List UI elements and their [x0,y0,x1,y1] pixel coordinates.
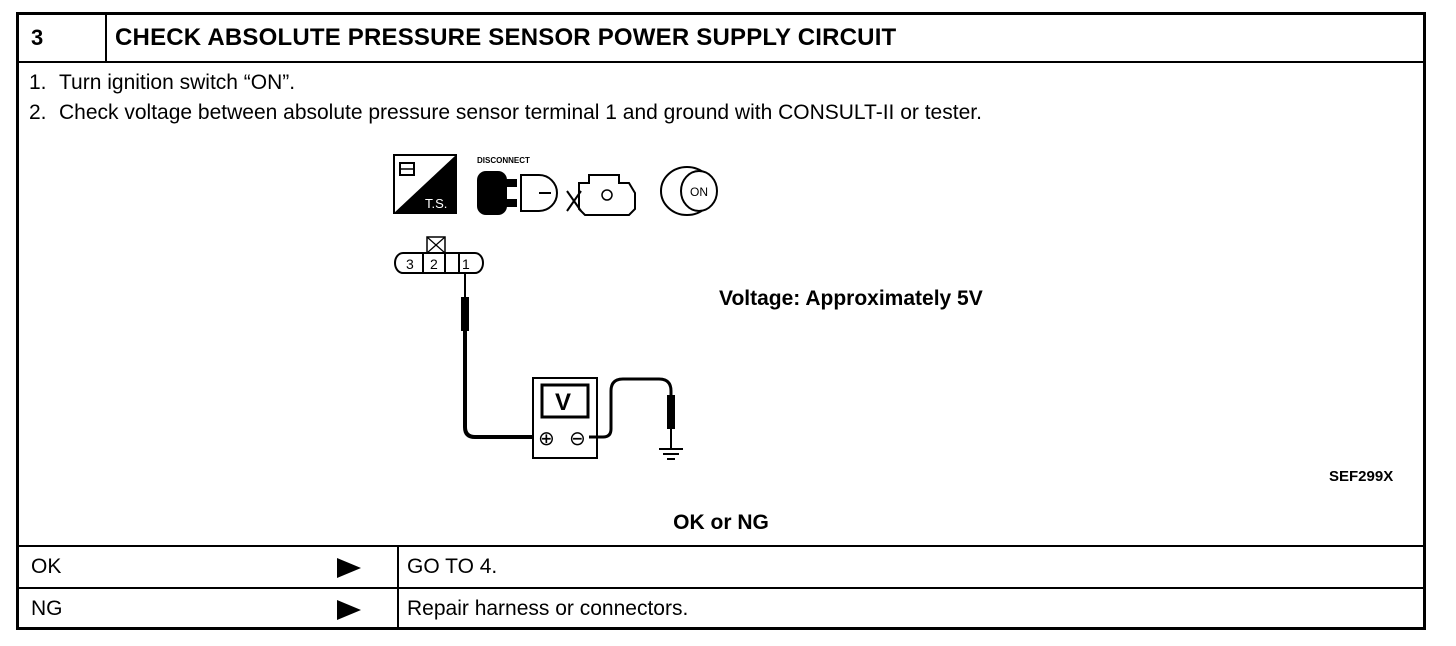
instruction-step-1: 1. Turn ignition switch “ON”. [29,71,295,95]
probe-lead-positive [461,273,539,439]
terminal-3: 3 [406,256,414,272]
voltage-specification: Voltage: Approximately 5V [719,287,983,310]
outcome-label: NG [31,597,63,620]
meter-symbol: V [555,389,571,416]
disconnect-icon: DISCONNECT [477,156,558,215]
outcome-row-ng: NG Repair harness or connectors. [19,587,1423,629]
procedure-header: 3 CHECK ABSOLUTE PRESSURE SENSOR POWER S… [19,15,1423,63]
ignition-on-icon: ON [660,166,718,216]
ground-symbol [659,448,683,460]
instruction-step-2: 2. Check voltage between absolute pressur… [29,101,982,125]
row-divider [397,547,399,587]
negative-terminal: ⊖ [569,426,586,450]
sensor-connector: 3 2 1 [394,236,484,274]
outcome-action: Repair harness or connectors. [407,597,689,620]
outcome-row-ok: OK GO TO 4. [19,545,1423,587]
step-index: 1. [29,71,47,94]
ignition-label: ON [690,185,708,199]
disconnect-label: DISCONNECT [477,156,530,165]
engine-icon [566,174,636,216]
step-text: Turn ignition switch “ON”. [59,71,296,94]
step-text: Check voltage between absolute pressure … [59,101,982,124]
terminal-2: 2 [430,256,438,272]
right-arrow-icon [337,600,361,620]
row-divider [397,589,399,629]
ts-label: T.S. [425,196,447,211]
outcome-action: GO TO 4. [407,555,498,578]
voltmeter: V ⊕ ⊖ [532,377,598,459]
outcome-label: OK [31,555,62,578]
step-number: 3 [31,25,44,50]
procedure-title: CHECK ABSOLUTE PRESSURE SENSOR POWER SUP… [115,24,897,51]
result-heading: OK or NG [673,511,769,534]
wiring-diagram: T.S. DISCONNECT ON [393,154,718,460]
right-arrow-icon [337,558,361,578]
positive-terminal: ⊕ [538,426,555,450]
procedure-table: 3 CHECK ABSOLUTE PRESSURE SENSOR POWER S… [16,12,1426,630]
probe-lead-negative [589,377,675,449]
header-divider [105,15,107,61]
terminal-1: 1 [462,256,470,272]
figure-code: SEF299X [1329,468,1394,485]
step-index: 2. [29,101,47,124]
ts-icon: T.S. [393,154,457,214]
